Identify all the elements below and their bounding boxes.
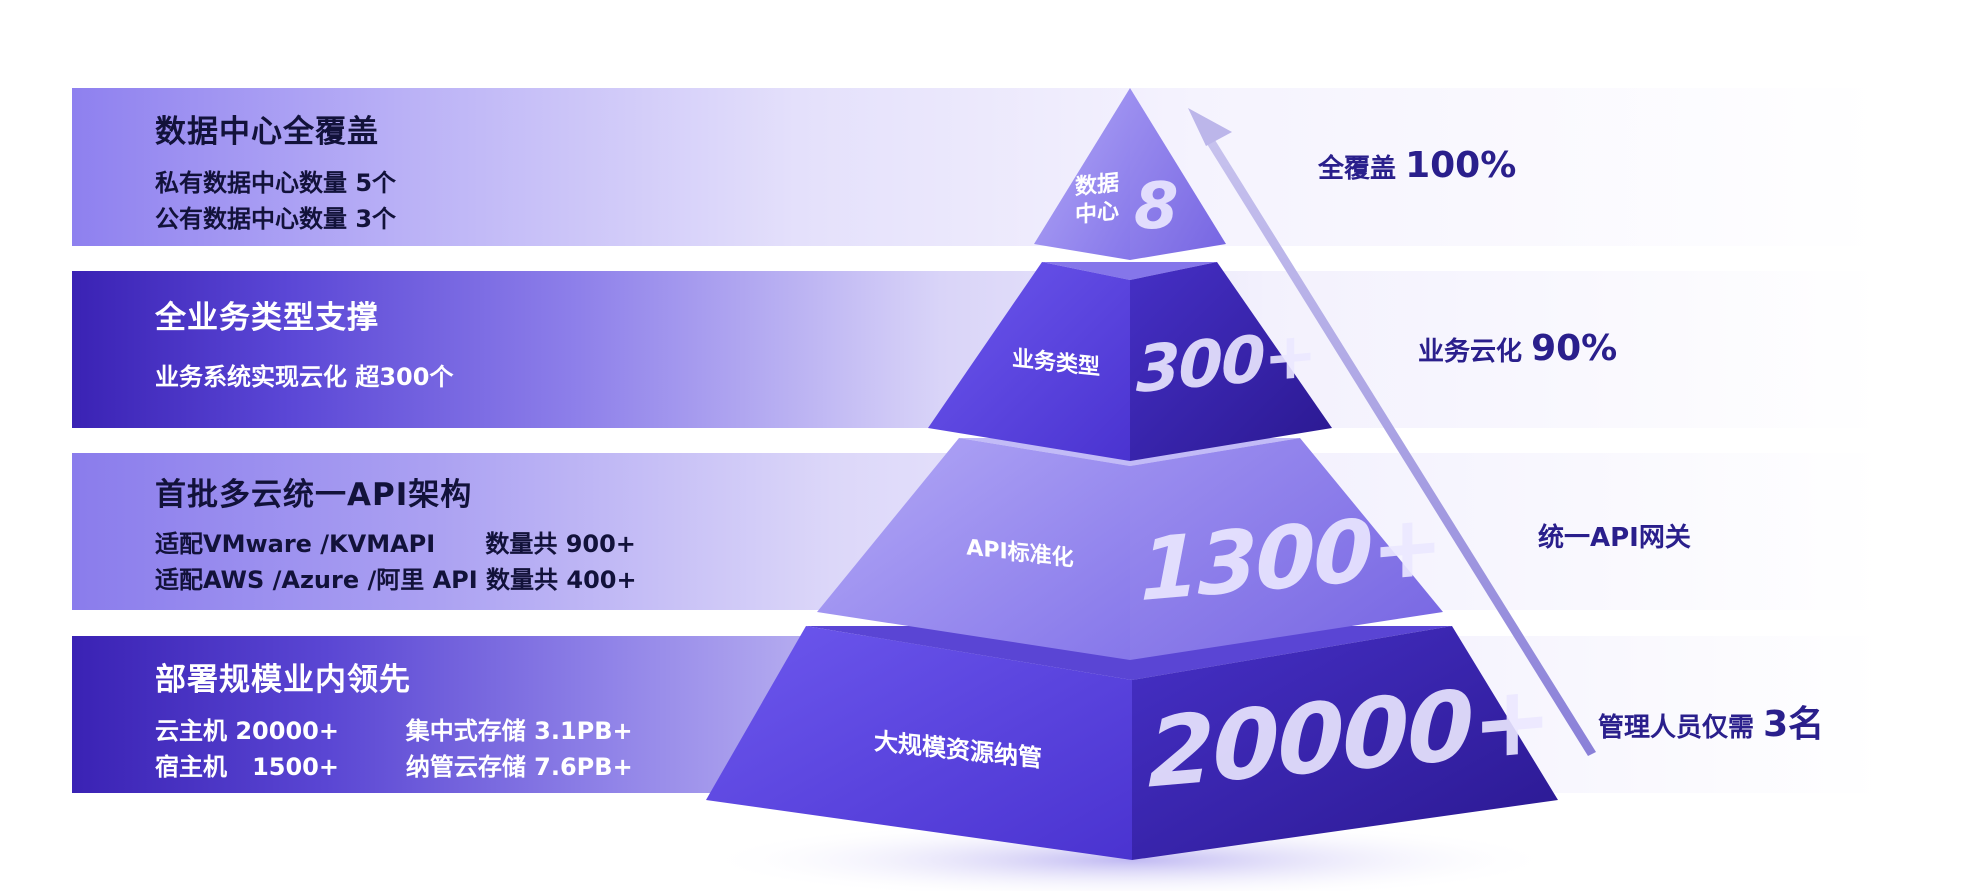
row-title: 部署规模业内领先 — [155, 662, 411, 698]
row-line: 公有数据中心数量 3个 — [155, 205, 397, 233]
tier-4-left-face — [706, 626, 1132, 860]
row-text-business: 全业务类型支撑 业务系统实现云化 超300个 — [155, 292, 453, 395]
tier-4-right-face — [1132, 626, 1558, 860]
tier-1-label: 数据 中心 — [1074, 170, 1119, 229]
row-line: 私有数据中心数量 5个 — [155, 169, 397, 197]
row-text-api: 首批多云统一API架构 适配VMware /KVMAPI 数量共 900+ 适配… — [155, 469, 637, 598]
tier-1-number: 8 — [1134, 170, 1179, 244]
tier-3-left-face — [817, 438, 1130, 660]
tier-1-left-face — [1034, 88, 1130, 260]
row-title: 全业务类型支撑 — [155, 300, 379, 336]
tier-2-top-face — [1042, 262, 1217, 280]
row-band-datacenter — [72, 88, 1882, 246]
stat-value: 100% — [1405, 145, 1517, 186]
growth-arrow — [1188, 108, 1596, 756]
row-line: 宿主机 1500+ 纳管云存储 7.6PB+ — [155, 753, 633, 781]
row-title: 数据中心全覆盖 — [155, 114, 379, 150]
row-line: 适配VMware /KVMAPI 数量共 900+ — [155, 530, 636, 558]
stat-coverage: 全覆盖 100% — [1318, 145, 1516, 186]
stat-label: 业务云化 — [1418, 337, 1532, 367]
stat-cloudification: 业务云化 90% — [1418, 328, 1617, 369]
stat-label: 统一API网关 — [1538, 523, 1691, 553]
row-text-scale: 部署规模业内领先 云主机 20000+ 集中式存储 3.1PB+ 宿主机 150… — [155, 654, 633, 785]
stat-label: 管理人员仅需 — [1598, 713, 1764, 743]
row-text-datacenter: 数据中心全覆盖 私有数据中心数量 5个 公有数据中心数量 3个 — [155, 106, 396, 237]
stat-admins: 管理人员仅需 3名 — [1598, 695, 1824, 747]
stat-value: 3名 — [1763, 704, 1825, 745]
tier-1-right-face — [1130, 88, 1226, 260]
row-line: 云主机 20000+ 集中式存储 3.1PB+ — [155, 717, 633, 745]
tier-2-right-face — [1130, 262, 1332, 461]
stat-label: 全覆盖 — [1318, 154, 1406, 184]
stat-value: 90% — [1531, 328, 1618, 369]
tier-2-left-face — [928, 262, 1130, 461]
stat-api-gateway: 统一API网关 — [1538, 514, 1691, 555]
tier-3-right-face — [1130, 438, 1443, 660]
row-title: 首批多云统一API架构 — [155, 477, 473, 513]
row-line: 业务系统实现云化 超300个 — [155, 363, 454, 391]
tier-2-number: 300+ — [1136, 318, 1316, 408]
row-line: 适配AWS /Azure /阿里 API 数量共 400+ — [155, 566, 637, 594]
